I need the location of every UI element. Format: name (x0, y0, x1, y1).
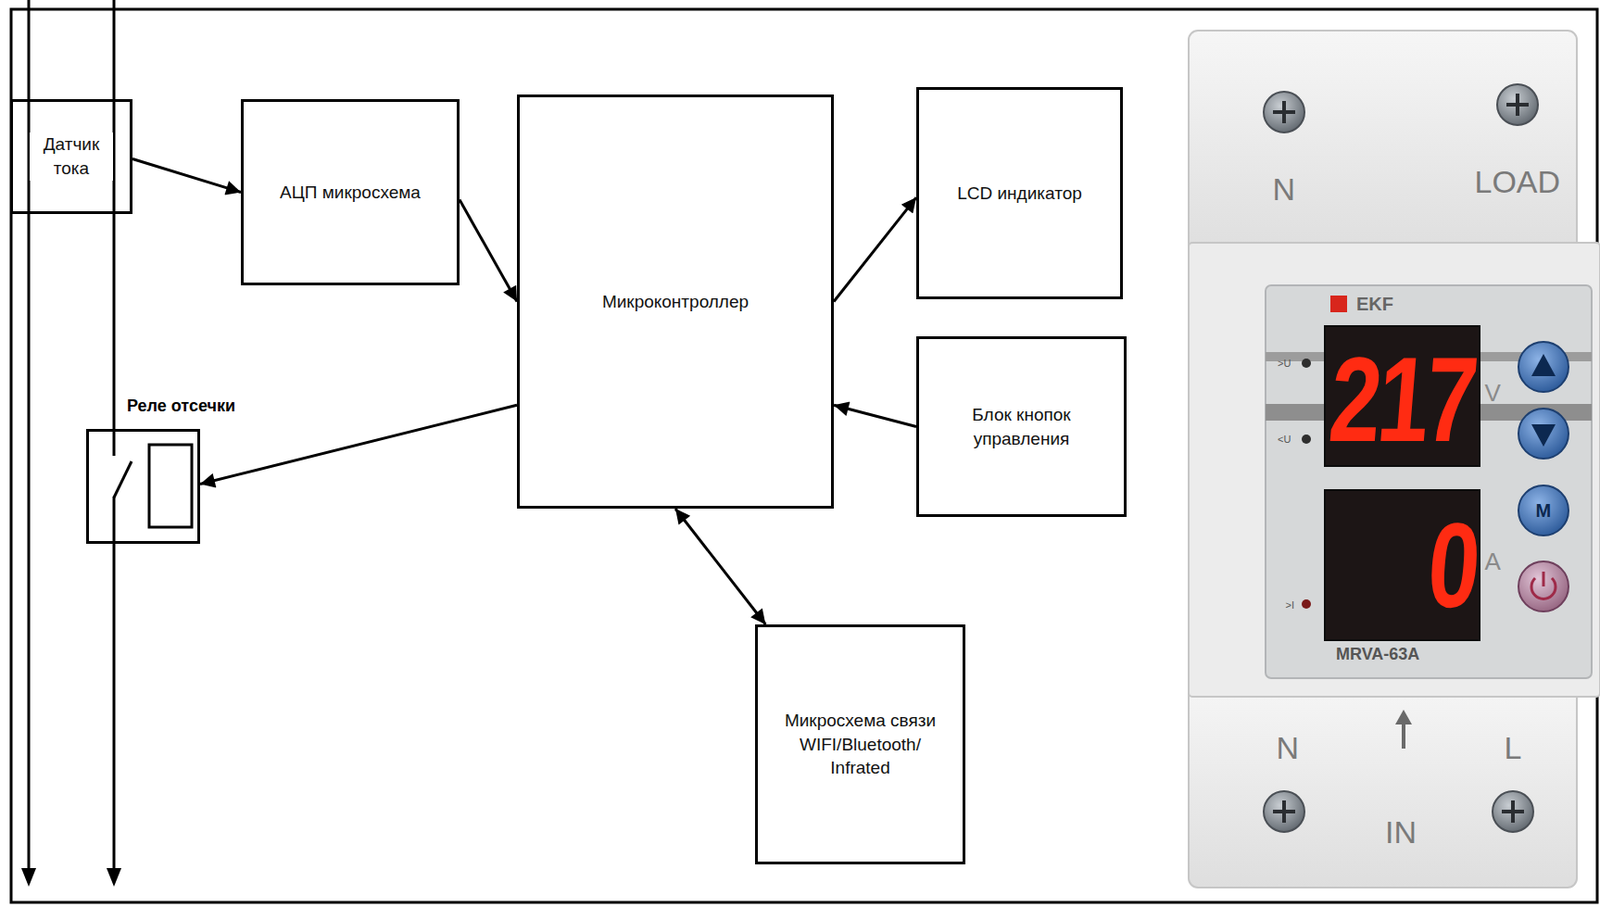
current-reading: 0 (1423, 503, 1486, 625)
lcd-box: LCD индикатор (916, 87, 1123, 300)
led-label: <U (1277, 434, 1291, 445)
signal-arrow (675, 508, 766, 625)
button (1518, 408, 1569, 459)
screw-slot (1282, 100, 1286, 124)
node-text: LCD индикатор (957, 181, 1083, 206)
brand-logo: EKF (1356, 294, 1394, 314)
model-label: MRVA-63A (1335, 645, 1420, 663)
adc-box: АЦП микросхема (240, 99, 460, 286)
button (1518, 485, 1569, 536)
mcu-box: Микроконтроллер (516, 94, 834, 509)
node-label: Микросхема связи WIFI/Bluetooth/ Infrate… (772, 708, 948, 781)
buttons-box: Блок кнопок управления (916, 336, 1127, 517)
device-panel (1265, 285, 1592, 679)
led (1301, 358, 1311, 368)
signal-arrow (833, 197, 917, 302)
screw-head (1263, 791, 1305, 832)
terminal-label: N (1272, 173, 1297, 205)
device-top-module (1188, 30, 1577, 258)
direction-arrow (1395, 709, 1412, 725)
power-symbol (1542, 571, 1546, 587)
node-text: Блок кнопок управления (947, 403, 1097, 451)
unit-label: V (1485, 380, 1501, 405)
node-text: Микросхема связи WIFI/Bluetooth/ Infrate… (772, 708, 948, 781)
unit-label: A (1485, 549, 1501, 574)
button-label: M (1536, 501, 1552, 520)
screw (1263, 791, 1305, 832)
comm-box: Микросхема связи WIFI/Bluetooth/ Infrate… (755, 624, 966, 865)
device-photo (1188, 30, 1600, 888)
switch-contact (113, 461, 132, 498)
screw-head (1492, 791, 1534, 832)
wire-line (27, 0, 31, 871)
relay-coil (149, 444, 192, 528)
signal-arrow (200, 404, 517, 484)
display-screen (1324, 326, 1480, 467)
wire-line (113, 0, 116, 456)
led (1301, 434, 1311, 444)
wire-line (113, 496, 116, 871)
terminal-label: IN (1385, 816, 1417, 848)
node-label: LCD индикатор (957, 181, 1083, 206)
frame (11, 9, 1598, 903)
screw-slot (1282, 800, 1286, 823)
wire-arrowhead (106, 868, 122, 887)
screw-slot (1511, 800, 1515, 823)
brand-logo-mark (1330, 295, 1348, 313)
direction-arrow (1401, 722, 1406, 749)
button (1518, 341, 1569, 392)
screw-head (1497, 84, 1538, 126)
terminal-label: LOAD (1474, 165, 1562, 198)
screw (1497, 84, 1538, 126)
node-label: Микроконтроллер (602, 289, 749, 315)
wire-arrowhead (21, 868, 37, 887)
button-arrow (1531, 424, 1556, 447)
terminal-label: L (1504, 731, 1523, 764)
node-text: АЦП микросхема (279, 180, 421, 205)
screw-slot (1515, 93, 1520, 116)
screw (1263, 91, 1305, 133)
signal-arrow (459, 200, 517, 303)
led (1301, 599, 1311, 609)
node-label: АЦП микросхема (279, 180, 421, 205)
node-text: Датчик тока (29, 132, 114, 180)
signal-arrow (833, 404, 917, 427)
relay-box: Реле отсечки (86, 428, 201, 544)
sensor-box: Датчик тока (10, 99, 133, 215)
node-heading: Реле отсечки (126, 396, 236, 417)
node-text: Микроконтроллер (602, 289, 749, 315)
node-label: Датчик тока (31, 132, 112, 180)
node-label: Блок кнопок управления (947, 403, 1097, 451)
signal-arrow (132, 158, 241, 192)
power-button (1518, 561, 1569, 612)
screw-head (1263, 91, 1305, 133)
button-arrow (1531, 353, 1556, 377)
terminal-label: N (1276, 731, 1300, 764)
voltage-reading: 217 (1324, 338, 1478, 459)
led-label: >I (1285, 600, 1295, 611)
led-label: >U (1277, 358, 1291, 369)
device-front (1188, 242, 1600, 697)
screw (1492, 791, 1534, 832)
device-bottom-module (1188, 680, 1577, 888)
